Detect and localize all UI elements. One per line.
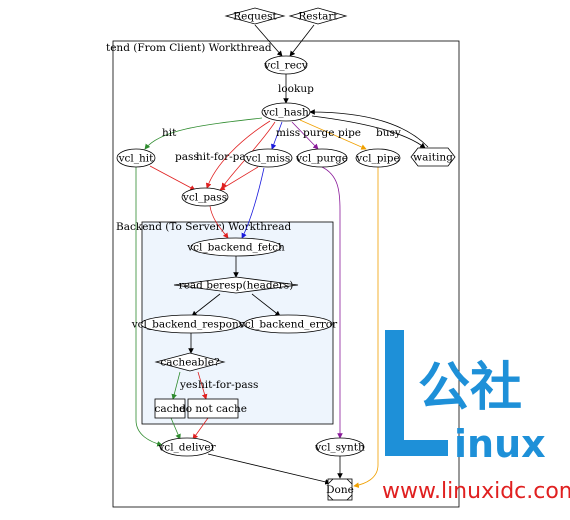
- node-vcl-pipe-label: vcl_pipe: [355, 153, 399, 165]
- node-done-label: Done: [326, 484, 354, 496]
- node-vcl-miss-label: vcl_miss: [245, 153, 291, 165]
- edge-label-busy: busy: [376, 127, 401, 139]
- node-vcl-backend-response-label: vcl_backend_response: [131, 319, 251, 331]
- node-restart: Restart: [288, 7, 348, 25]
- edge-hash-hit: [144, 117, 263, 150]
- edge-cache-deliver: [170, 417, 181, 440]
- edge-deliver-done: [207, 453, 331, 485]
- edge-label-yes: yes: [179, 379, 198, 391]
- node-done: Done: [326, 478, 354, 501]
- edge-label-pass: pass: [175, 151, 199, 163]
- watermark: 公社 inux www.linuxidc.com: [382, 330, 570, 504]
- edge-pipe-done: [353, 166, 379, 488]
- edge-label-pipe: pipe: [338, 127, 361, 139]
- node-vcl-synth: vcl_synth: [314, 437, 365, 457]
- edge-label-hit-for-pass: hit-for-pass: [196, 151, 256, 163]
- node-waiting: waiting: [410, 147, 456, 167]
- node-vcl-purge-label: vcl_purge: [295, 153, 348, 165]
- edge-purge-synth: [321, 166, 343, 439]
- node-vcl-recv: vcl_recv: [263, 55, 308, 75]
- edge-cacheable-cache: [171, 371, 181, 400]
- node-vcl-backend-fetch-label: vcl_backend_fetch: [186, 242, 285, 254]
- edge-read-response: [191, 293, 221, 317]
- node-vcl-pipe: vcl_pipe: [355, 148, 401, 168]
- node-vcl-deliver: vcl_deliver: [157, 437, 217, 457]
- watermark-chinese: 公社: [418, 358, 522, 418]
- node-read-beresp-label: read beresp(headers): [179, 280, 294, 292]
- node-read-beresp: read beresp(headers): [173, 276, 299, 294]
- node-vcl-deliver-label: vcl_deliver: [157, 442, 216, 454]
- edge-nocache-deliver: [192, 417, 209, 440]
- node-vcl-purge: vcl_purge: [295, 148, 348, 168]
- node-cache: cache: [155, 398, 186, 419]
- edge-label-hit: hit: [162, 127, 177, 139]
- edge-restart-recv: [289, 24, 315, 57]
- node-do-not-cache-label: do not cache: [179, 403, 247, 415]
- edge-pass-fetch: [209, 205, 229, 239]
- edge-hash-pipe: [299, 119, 367, 150]
- node-vcl-miss: vcl_miss: [243, 148, 293, 168]
- edge-hash-pass: [205, 120, 271, 189]
- watermark-word: inux: [454, 422, 546, 466]
- edge-label-lookup: lookup: [278, 83, 314, 95]
- edge-read-error: [251, 293, 281, 317]
- node-vcl-backend-fetch: vcl_backend_fetch: [186, 237, 285, 257]
- edge-label-hit-for-pass-2: hit-for-pass: [198, 379, 258, 391]
- node-waiting-label: waiting: [413, 152, 453, 164]
- node-vcl-synth-label: vcl_synth: [314, 442, 365, 454]
- node-vcl-backend-response: vcl_backend_response: [131, 314, 251, 334]
- frontend-cluster-label: tend (From Client) Workthread: [106, 42, 272, 54]
- node-vcl-pass: vcl_pass: [181, 187, 229, 207]
- node-vcl-hash-label: vcl_hash: [262, 107, 309, 119]
- node-request: Request: [224, 7, 286, 25]
- node-vcl-hash: vcl_hash: [261, 102, 311, 122]
- node-vcl-hit: vcl_hit: [116, 148, 156, 168]
- node-cache-label: cache: [155, 403, 186, 415]
- node-cacheable-label: cacheable?: [160, 357, 220, 369]
- edge-hit-deliver: [135, 166, 163, 447]
- node-request-label: Request: [233, 11, 277, 23]
- watermark-big-letter: [385, 330, 448, 456]
- edge-label-purge: purge: [303, 127, 334, 139]
- node-vcl-backend-error-label: vcl_backend_error: [238, 319, 338, 331]
- edge-miss-fetch: [241, 167, 265, 239]
- edge-waiting-hash: [309, 109, 429, 148]
- edge-hash-miss: [271, 121, 283, 150]
- node-vcl-pass-label: vcl_pass: [182, 192, 227, 204]
- edge-hash-waiting: [311, 115, 426, 149]
- edge-request-recv: [254, 24, 283, 57]
- watermark-url: www.linuxidc.com: [382, 479, 570, 504]
- node-cacheable: cacheable?: [154, 352, 226, 372]
- node-do-not-cache: do not cache: [179, 398, 247, 419]
- node-vcl-backend-error: vcl_backend_error: [238, 314, 338, 334]
- edge-miss-pass: [219, 166, 259, 191]
- backend-cluster-label: Backend (To Server) Workthread: [116, 221, 291, 233]
- edge-cacheable-nocache: [197, 371, 208, 400]
- edges: [135, 24, 429, 488]
- edge-hash-purge: [291, 121, 319, 150]
- node-vcl-hit-label: vcl_hit: [118, 153, 155, 165]
- node-restart-label: Restart: [298, 11, 338, 23]
- node-vcl-recv-label: vcl_recv: [263, 60, 308, 72]
- edge-label-miss: miss: [276, 127, 300, 139]
- edge-hit-pass: [149, 165, 196, 191]
